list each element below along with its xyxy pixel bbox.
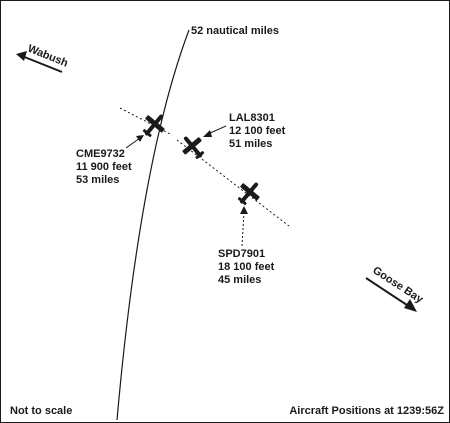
lal8301-callsign: LAL8301 <box>229 112 275 124</box>
lal8301-distance: 51 miles <box>229 138 272 150</box>
spd7901-altitude: 18 100 feet <box>218 261 275 273</box>
scale-note: Not to scale <box>10 405 72 417</box>
track-line-cme9732 <box>119 107 173 136</box>
cme9732-distance: 53 miles <box>76 174 119 186</box>
cme9732-altitude: 11 900 feet <box>76 161 132 173</box>
spd7901-pointer-arrow-icon <box>240 206 248 214</box>
lal8301-pointer <box>207 125 227 135</box>
cme9732-callout: CME9732 11 900 feet 53 miles <box>76 135 144 186</box>
goose-bay-direction: Goose Bay <box>365 264 426 312</box>
diagram-caption: Aircraft Positions at 1239:56Z <box>289 405 444 417</box>
lal8301-altitude: 12 100 feet <box>229 125 286 137</box>
cme9732-pointer-arrow-icon <box>136 135 144 142</box>
spd7901-callout: SPD7901 18 100 feet 45 miles <box>218 206 275 286</box>
spd7901-pointer <box>241 211 245 247</box>
lal8301-pointer-arrow-icon <box>203 130 212 137</box>
boundary-label: 52 nautical miles <box>191 25 279 37</box>
wabush-arrow-icon <box>16 51 27 61</box>
cme9732-callsign: CME9732 <box>76 148 125 160</box>
wabush-arrow-line <box>21 55 63 73</box>
goose-bay-arrow-line <box>365 277 411 308</box>
goose-bay-arrow-icon <box>404 299 417 312</box>
cme9732-pointer <box>125 137 141 149</box>
lal8301-aircraft-icon <box>176 129 210 165</box>
spd7901-callsign: SPD7901 <box>218 248 265 260</box>
wabush-direction: Wabush <box>16 43 70 73</box>
boundary-arc-52nm <box>116 29 190 421</box>
track-line-lal-spd <box>176 139 290 227</box>
spd7901-distance: 45 miles <box>218 274 261 286</box>
lal8301-callout: LAL8301 12 100 feet 51 miles <box>203 112 286 150</box>
spd7901-aircraft-icon <box>232 175 266 211</box>
